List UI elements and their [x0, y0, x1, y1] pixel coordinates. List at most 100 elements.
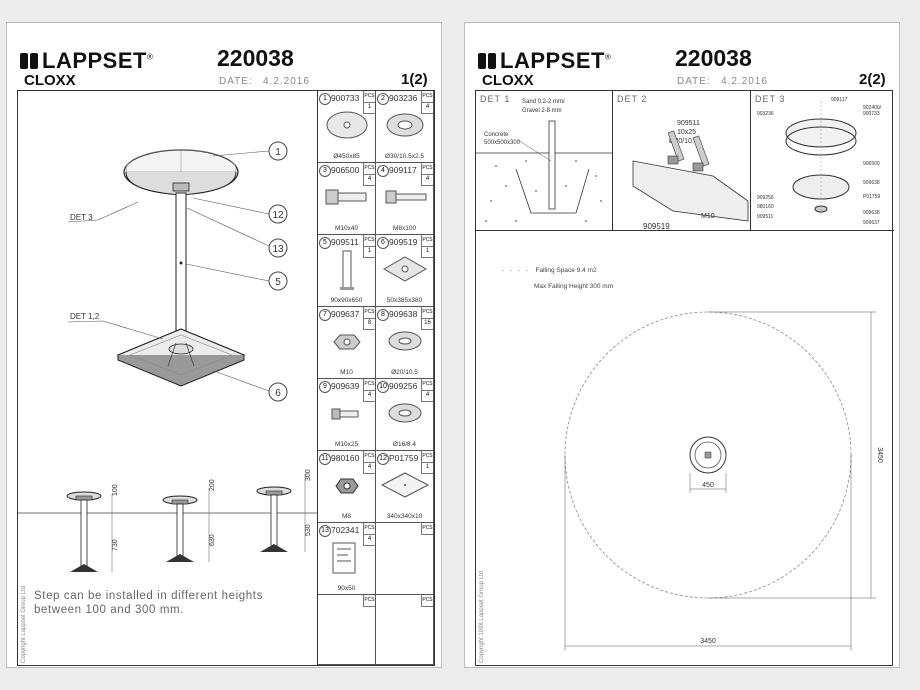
part-size: M10 — [340, 369, 353, 376]
svg-text:12: 12 — [272, 210, 284, 221]
pcs-label: PCS — [421, 235, 433, 247]
callout-1: 1 — [268, 141, 288, 161]
part-code: 903236 — [389, 93, 418, 103]
part-number: 2 — [377, 93, 389, 105]
callout-12: 12 — [268, 204, 288, 224]
part-number: 7 — [319, 309, 331, 321]
pcs-label: PCS — [363, 523, 375, 535]
pcs-label: PCS — [421, 379, 433, 391]
part-number: 11 — [319, 453, 331, 465]
part-size: Ø16/8.4 — [392, 441, 417, 448]
part-code: 909638 — [389, 309, 418, 319]
part-empty: PCS — [376, 595, 434, 665]
date-label: DATE: — [677, 76, 711, 87]
part-quantity: 1 — [363, 246, 375, 258]
svg-text:909637: 909637 — [863, 220, 880, 226]
svg-text:13: 13 — [272, 244, 284, 255]
lappset-logo: LAPPSET® — [478, 48, 611, 74]
part-size: Ø450x85 — [333, 153, 360, 160]
lappset-logo-icon — [20, 53, 38, 69]
part-number: 1 — [319, 93, 331, 105]
assembly-drawing: 1 12 13 5 6 DET 3 DET 1,2 100 730 — [18, 141, 317, 572]
lappset-logo-icon — [478, 53, 496, 69]
pcs-label: PCS — [363, 91, 375, 103]
svg-text:909511: 909511 — [677, 120, 700, 127]
part-code: 909637 — [331, 309, 360, 319]
falling-space-legend: - - - - Falling Space 9.4 m2 — [502, 267, 597, 274]
pcs-label: PCS — [363, 595, 375, 607]
svg-text:Sand 0.2-2 mm/: Sand 0.2-2 mm/ — [522, 99, 565, 105]
part-code: 980160 — [331, 453, 360, 463]
part-code: 909639 — [331, 381, 360, 391]
svg-text:Gravel 2-8 mm: Gravel 2-8 mm — [522, 108, 562, 114]
detail-3: DET 3 909117 902400/ 900733 903236 90650… — [751, 91, 894, 231]
part-number: 13 — [319, 525, 331, 537]
pcs-label: PCS — [421, 595, 433, 607]
copyright-text: Copyright Lappset Group Ltd — [21, 585, 27, 663]
svg-text:P01759: P01759 — [863, 194, 880, 200]
height-dimension: 3450 — [876, 447, 883, 463]
svg-text:500x500x300: 500x500x300 — [484, 140, 521, 146]
drawing-frame: 1 12 13 5 6 DET 3 DET 1,2 100 730 — [17, 90, 435, 666]
note-line-1: Step can be installed in different heigh… — [34, 590, 263, 602]
svg-text:6: 6 — [275, 388, 281, 399]
part-quantity: 1 — [363, 102, 375, 114]
svg-text:300: 300 — [305, 469, 312, 481]
svg-text:M10: M10 — [701, 213, 715, 220]
part-code: 909117 — [389, 165, 417, 175]
part-size: 90x90x650 — [330, 297, 363, 304]
svg-text:903236: 903236 — [757, 111, 774, 117]
detail-2-title: DET 2 — [617, 94, 648, 104]
pcs-label: PCS — [421, 163, 433, 175]
svg-text:Concrete: Concrete — [484, 132, 509, 138]
brand-name: LAPPSET — [500, 48, 605, 73]
part-number: 5 — [319, 237, 331, 249]
svg-text:909256: 909256 — [757, 195, 774, 201]
part-size: 340x340x10 — [386, 513, 423, 520]
svg-text:902400/: 902400/ — [863, 105, 882, 111]
part-empty: PCS — [318, 595, 376, 665]
pcs-label: PCS — [421, 307, 433, 319]
part-quantity: 4 — [363, 534, 375, 546]
part-quantity: 4 — [363, 174, 375, 186]
assembly-sheet-page-2: LAPPSET® CLOXX 220038 DATE: 4.2.2016 2(2… — [464, 22, 900, 668]
det3-label: DET 3 — [70, 213, 93, 222]
part-number: 4 — [377, 165, 389, 177]
part-size: M10x40 — [334, 225, 359, 232]
part-number: 3 — [319, 165, 331, 177]
assembly-sheet-page-1: LAPPSET® CLOXX 220038 DATE: 4.2.2016 1(2… — [6, 22, 442, 668]
svg-text:909511: 909511 — [757, 214, 774, 220]
part-quantity: 4 — [363, 390, 375, 402]
product-number: 220038 — [675, 45, 752, 71]
brand-name: LAPPSET — [42, 48, 147, 73]
detail-2: DET 2 909511 10x25 Ø20/10.5 M10 909519 — [613, 91, 751, 231]
callout-5: 5 — [268, 271, 288, 291]
part-code: 909511 — [331, 237, 359, 247]
date-value: 4.2.2016 — [721, 76, 768, 87]
part-size: 50x385x380 — [386, 297, 423, 304]
width-dimension: 3450 — [700, 638, 716, 645]
part-size: M10x25 — [334, 441, 359, 448]
part-code: 702341 — [331, 525, 360, 535]
part-quantity: 8 — [363, 318, 375, 330]
date-label: DATE: — [219, 76, 253, 87]
part-quantity: 4 — [421, 174, 433, 186]
callout-6: 6 — [268, 382, 288, 402]
svg-text:730: 730 — [112, 539, 119, 551]
part-code: 909519 — [389, 237, 418, 247]
svg-text:909117: 909117 — [831, 97, 848, 103]
part-number: 9 — [319, 381, 331, 393]
part-empty: PCS — [376, 523, 434, 595]
part-code: 909256 — [389, 381, 418, 391]
pcs-label: PCS — [363, 307, 375, 319]
